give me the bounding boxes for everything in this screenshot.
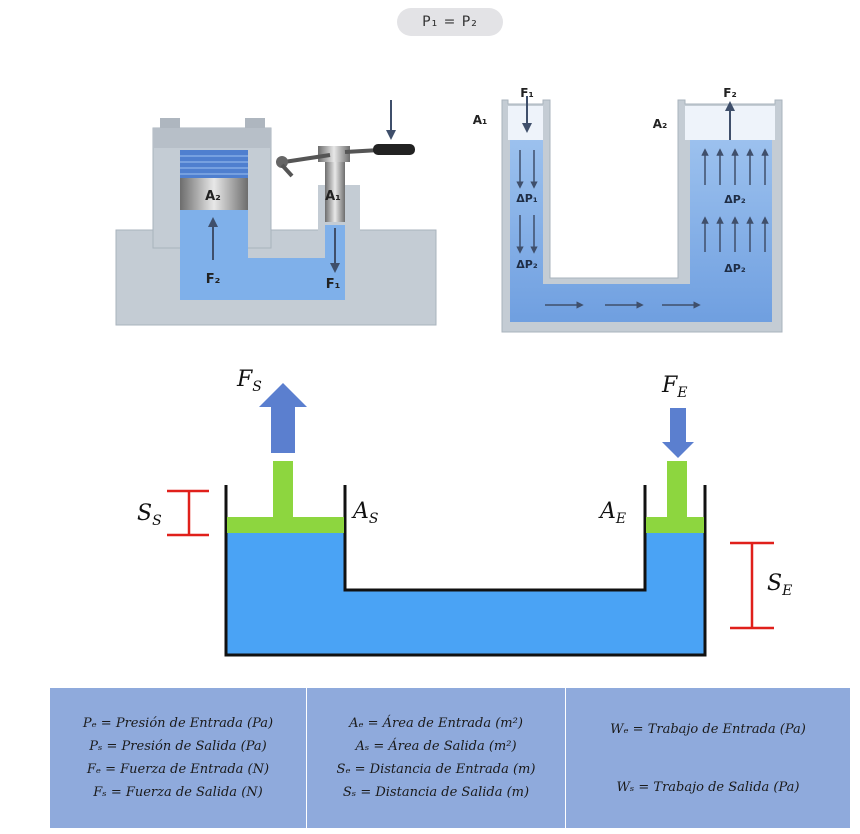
- ram-spring: [180, 150, 248, 178]
- fe-arrow: [662, 408, 694, 458]
- legend-column-work: Wₑ = Trabajo de Entrada (Pa) Wₛ = Trabaj…: [566, 688, 850, 828]
- legend-ss: Sₛ = Distancia de Salida (m): [342, 785, 530, 800]
- utube-dp1-label: ΔP₁: [516, 192, 538, 205]
- output-piston-plate: [227, 517, 344, 533]
- legend-column-area-distance: Aₑ = Área de Entrada (m²) Aₛ = Área de S…: [307, 688, 566, 828]
- lever-handle: [373, 144, 415, 155]
- press-a2-label: A₂: [205, 189, 221, 204]
- ae-label: AE: [598, 499, 626, 527]
- utube-a2-label: A₂: [653, 117, 668, 131]
- output-piston-rod: [273, 461, 293, 518]
- input-piston-plate: [646, 517, 704, 533]
- hydraulic-diagram: A₂ A₁ F₂ F₁ F₁: [115, 86, 792, 657]
- as-label: AS: [351, 499, 378, 527]
- legend-ws: Wₛ = Trabajo de Salida (Pa): [616, 779, 800, 795]
- press-fluid: [180, 210, 345, 300]
- ss-label: SS: [137, 501, 162, 529]
- legend-se: Sₑ = Distancia de Entrada (m): [336, 762, 536, 777]
- fs-label: FS: [236, 367, 262, 395]
- utube-a1-label: A₁: [473, 113, 488, 127]
- utube-dp2-right-bottom-label: ΔP₂: [724, 262, 746, 275]
- utube-dp2-right-top-label: ΔP₂: [724, 193, 746, 206]
- fe-label: FE: [661, 373, 688, 401]
- fs-arrow: [259, 383, 307, 453]
- main-fluid: [226, 532, 705, 655]
- legend-fs: Fₛ = Fuerza de Salida (N): [93, 785, 263, 800]
- press-a1-label: A₁: [325, 189, 341, 204]
- legend-as: Aₛ = Área de Salida (m²): [355, 739, 517, 754]
- legend-pe: Pₑ = Presión de Entrada (Pa): [82, 716, 274, 731]
- u-tube-diagram: F₁ F₂ A₁ A₂ ΔP₁ ΔP₂ ΔP₂ ΔP₂: [473, 86, 783, 333]
- utube-f2-label: F₂: [723, 86, 736, 100]
- u-tube-fluid: [510, 140, 772, 322]
- large-piston: [180, 178, 248, 210]
- input-piston-rod: [667, 461, 687, 518]
- hydraulic-press: A₂ A₁ F₂ F₁: [115, 100, 437, 326]
- se-bracket: [730, 541, 774, 630]
- pressure-equation-badge: P₁ = P₂: [397, 8, 503, 36]
- legend-ps: Pₛ = Presión de Salida (Pa): [89, 739, 267, 754]
- main-schematic: FS FE SS SE AS AE: [137, 367, 792, 657]
- press-f1-label: F₁: [326, 277, 341, 292]
- utube-f1-label: F₁: [520, 86, 533, 100]
- small-piston: [325, 160, 345, 222]
- utube-dp2-left-label: ΔP₂: [516, 258, 538, 271]
- legend-fe: Fₑ = Fuerza de Entrada (N): [86, 762, 270, 777]
- legend-table: Pₑ = Presión de Entrada (Pa) Pₛ = Presió…: [50, 688, 850, 828]
- press-f2-label: F₂: [206, 272, 221, 287]
- legend-we: Wₑ = Trabajo de Entrada (Pa): [610, 721, 806, 737]
- ss-bracket: [167, 489, 209, 537]
- se-label: SE: [767, 571, 792, 599]
- legend-ae: Aₑ = Área de Entrada (m²): [349, 716, 523, 731]
- legend-column-pressure-force: Pₑ = Presión de Entrada (Pa) Pₛ = Presió…: [50, 688, 307, 828]
